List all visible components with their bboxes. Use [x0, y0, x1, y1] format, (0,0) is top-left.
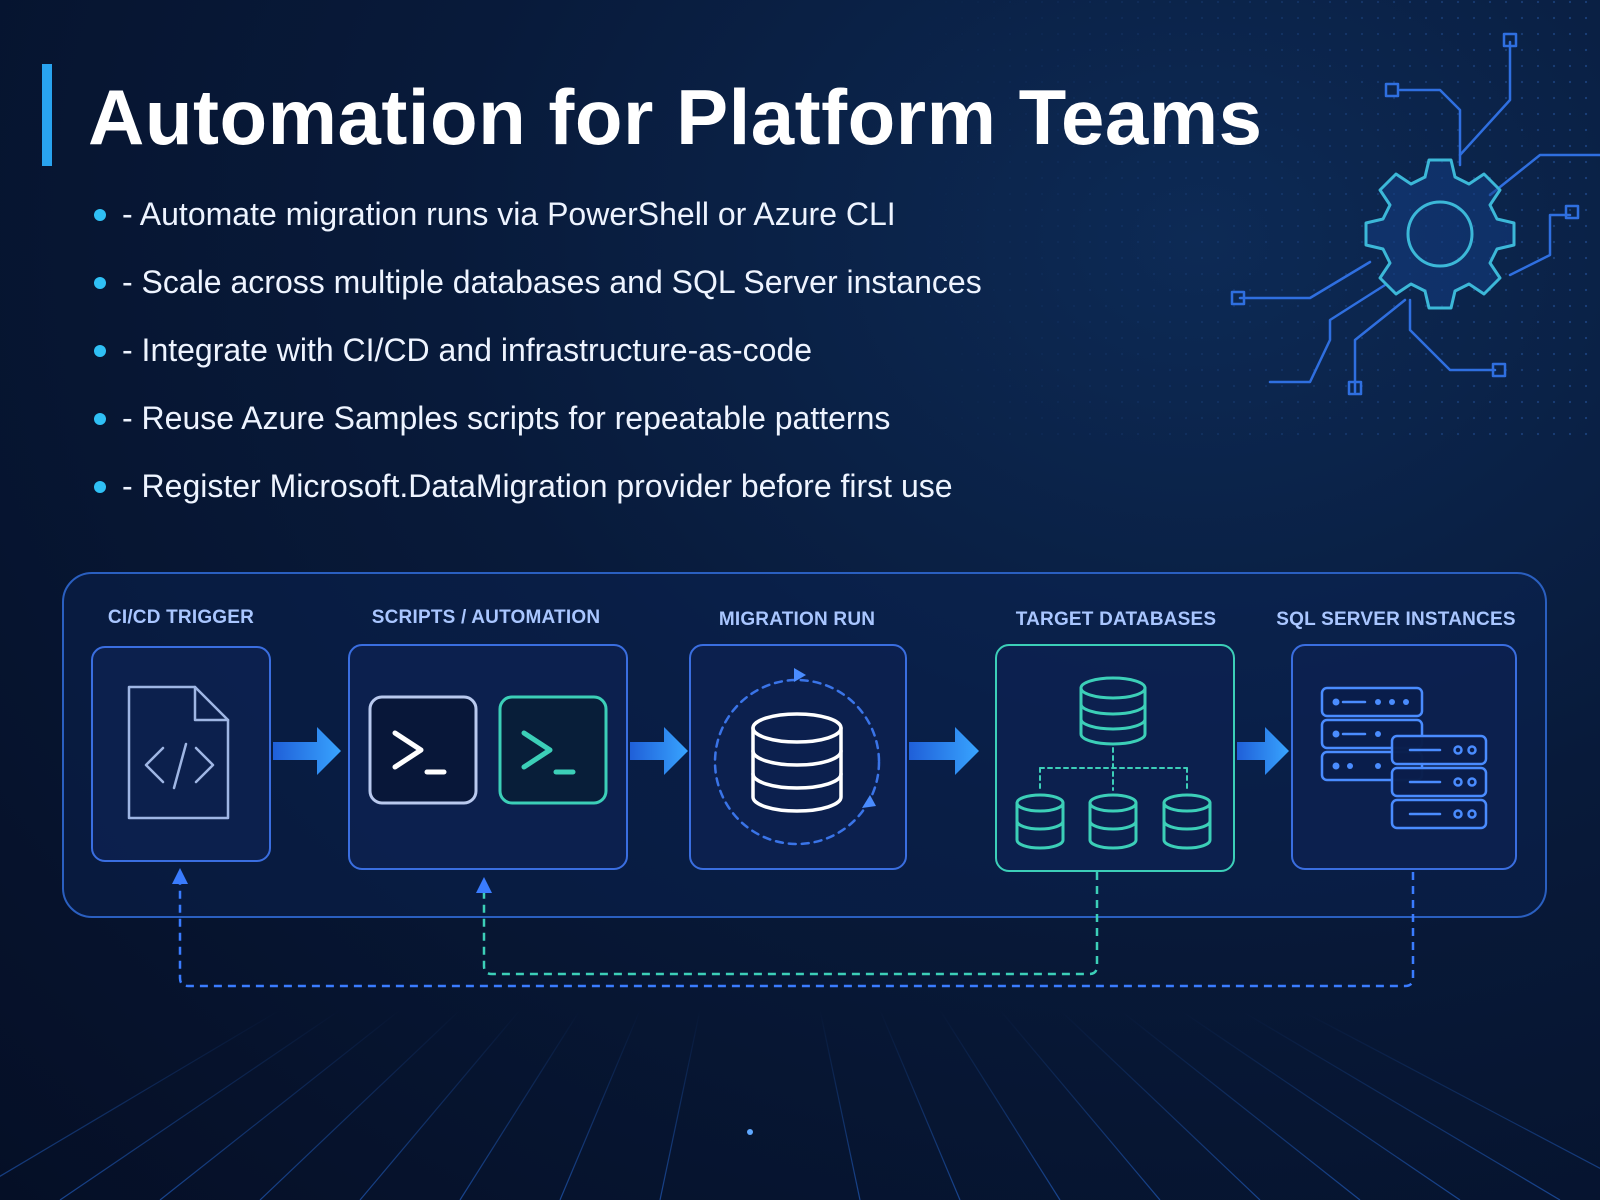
stage-label-scripts-automation: SCRIPTS / AUTOMATION	[371, 607, 601, 628]
stage-label-cicd-trigger: CI/CD TRIGGER	[107, 607, 255, 628]
stage-box-scripts-automation	[348, 644, 628, 870]
circuit-gear-icon	[1230, 32, 1600, 396]
stage-label-sql-server-instances: SQL SERVER INSTANCES	[1276, 609, 1516, 630]
slide-title: Automation for Platform Teams	[88, 73, 1263, 161]
stage-box-target-databases	[995, 644, 1235, 872]
stage-label-migration-run: MIGRATION RUN	[718, 609, 876, 630]
stage-label-target-databases: TARGET DATABASES	[1015, 609, 1217, 630]
bullet-text: - Reuse Azure Samples scripts for repeat…	[122, 400, 891, 436]
bullet-dot-icon	[94, 209, 106, 221]
stage-box-migration-run	[689, 644, 907, 870]
bullet-text: - Scale across multiple databases and SQ…	[122, 264, 982, 300]
floor-grid	[0, 1009, 1600, 1200]
stage-box-sql-server-instances	[1291, 644, 1517, 870]
bullet-text: - Automate migration runs via PowerShell…	[122, 196, 896, 232]
bullet-list: - Automate migration runs via PowerShell…	[92, 198, 982, 538]
bullet-item: - Integrate with CI/CD and infrastructur…	[92, 334, 982, 402]
bullet-item: - Automate migration runs via PowerShell…	[92, 198, 982, 266]
bullet-text: - Register Microsoft.DataMigration provi…	[122, 468, 953, 504]
title-accent-bar	[42, 64, 52, 166]
bullet-dot-icon	[94, 481, 106, 493]
bullet-dot-icon	[94, 345, 106, 357]
stage-box-cicd-trigger	[91, 646, 271, 862]
bullet-item: - Register Microsoft.DataMigration provi…	[92, 470, 982, 538]
bullet-item: - Scale across multiple databases and SQ…	[92, 266, 982, 334]
bullet-dot-icon	[94, 277, 106, 289]
bullet-item: - Reuse Azure Samples scripts for repeat…	[92, 402, 982, 470]
bullet-dot-icon	[94, 413, 106, 425]
bullet-text: - Integrate with CI/CD and infrastructur…	[122, 332, 813, 368]
floor-glow	[747, 1129, 753, 1135]
